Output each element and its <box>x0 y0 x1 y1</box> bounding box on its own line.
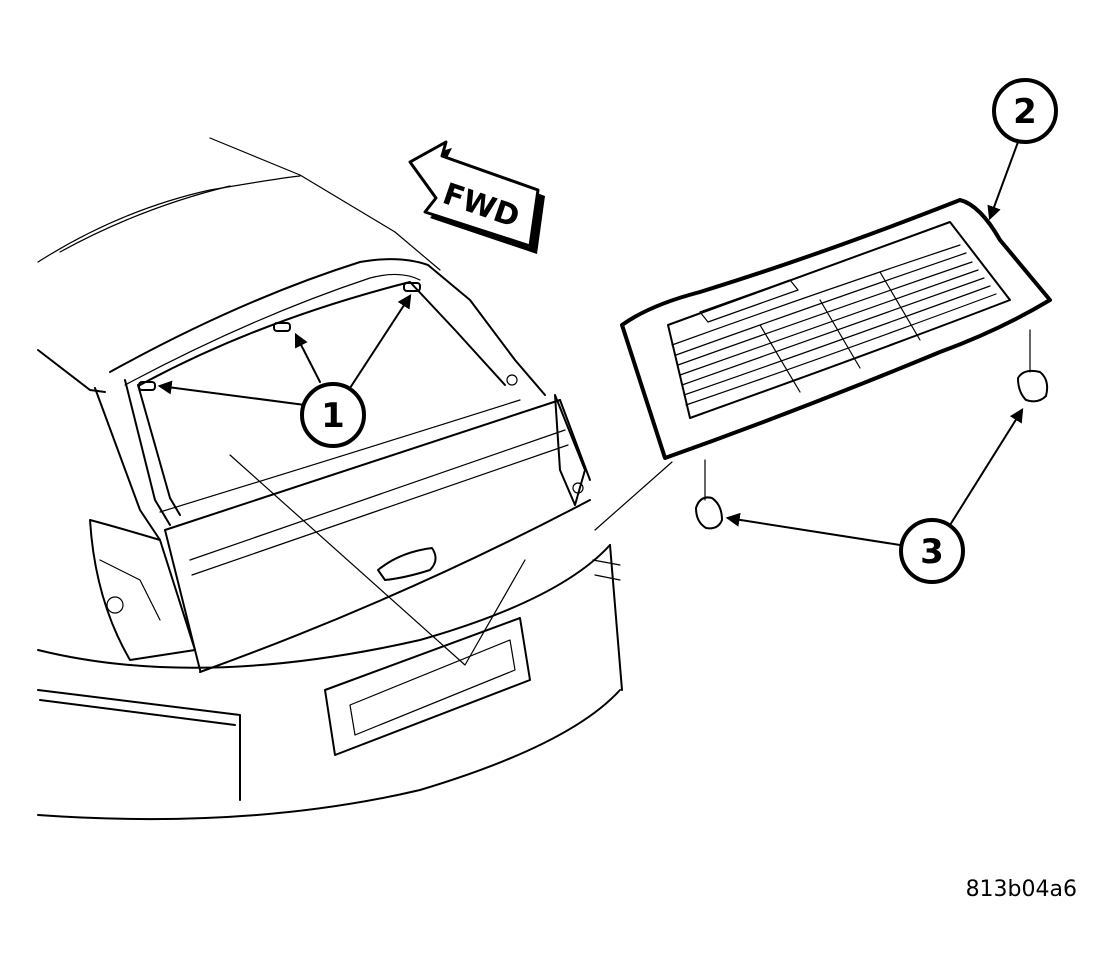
liftgate-clip-center <box>273 322 291 332</box>
callout-1: 1 <box>300 382 366 448</box>
callout-2-circle <box>992 78 1058 144</box>
leader-arrows <box>157 141 1024 546</box>
glass-spacers <box>695 369 1049 530</box>
liftgate-clip-right <box>403 282 421 292</box>
spacer-upper <box>1017 369 1049 403</box>
liftgate-glass <box>620 198 1052 501</box>
callout-2-label: 2 <box>1013 92 1037 132</box>
vehicle-rear-body <box>37 137 673 821</box>
spacer-lower <box>695 496 723 530</box>
callout-2: 2 <box>992 78 1058 144</box>
figure-id: 813b04a6 <box>965 877 1077 902</box>
forward-direction-arrow: FWD <box>408 140 545 254</box>
callout-1-label: 1 <box>321 396 345 436</box>
callout-3: 3 <box>899 518 965 584</box>
callout-3-label: 3 <box>920 532 944 572</box>
liftgate-clip-left <box>138 381 156 391</box>
callout-3-circle <box>899 518 965 584</box>
callout-1-circle <box>300 382 366 448</box>
